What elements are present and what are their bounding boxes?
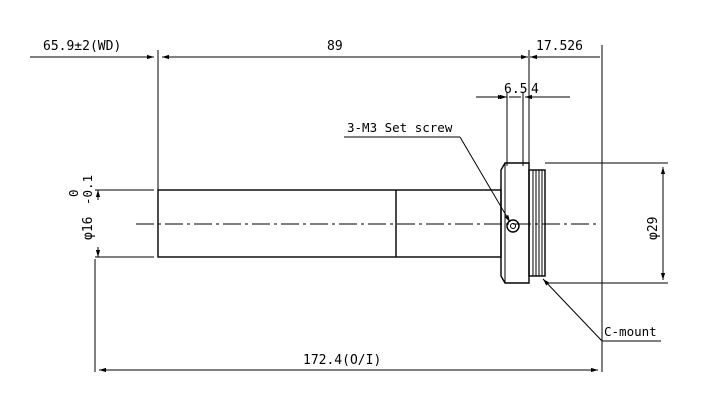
- lens-outline: [157, 162, 546, 284]
- body-diameter-dimension: φ29: [646, 167, 666, 280]
- body-diameter-label: φ29: [646, 217, 661, 240]
- set-screw-icon: [506, 219, 520, 233]
- rear-length-label: 17.526: [536, 39, 583, 54]
- total-length-dimension: 172.4(O/I): [99, 353, 598, 373]
- set-screw-callout: 3-M3 Set screw: [344, 120, 511, 223]
- extension-lines: [94, 45, 668, 372]
- c-mount-label: C-mount: [604, 324, 657, 339]
- working-distance-label: 65.9±2(WD): [43, 39, 121, 54]
- screw-width-label: 4: [531, 82, 539, 97]
- total-length-label: 172.4(O/I): [303, 353, 381, 368]
- body-length-label: 89: [327, 39, 343, 54]
- tip-diameter-label: φ16: [81, 217, 96, 240]
- tip-tolerance-upper: 0: [66, 189, 81, 197]
- set-screw-label: 3-M3 Set screw: [347, 120, 453, 135]
- screw-dimension: 6.5 4: [476, 82, 570, 100]
- tip-diameter-dimension: φ16 0 -0.1: [66, 175, 101, 257]
- c-mount-callout: C-mount: [542, 278, 661, 342]
- tip-tolerance-lower: -0.1: [80, 175, 95, 205]
- top-dimension-chain: 65.9±2(WD) 89 17.526: [30, 39, 600, 60]
- screw-offset-label: 6.5: [504, 82, 527, 97]
